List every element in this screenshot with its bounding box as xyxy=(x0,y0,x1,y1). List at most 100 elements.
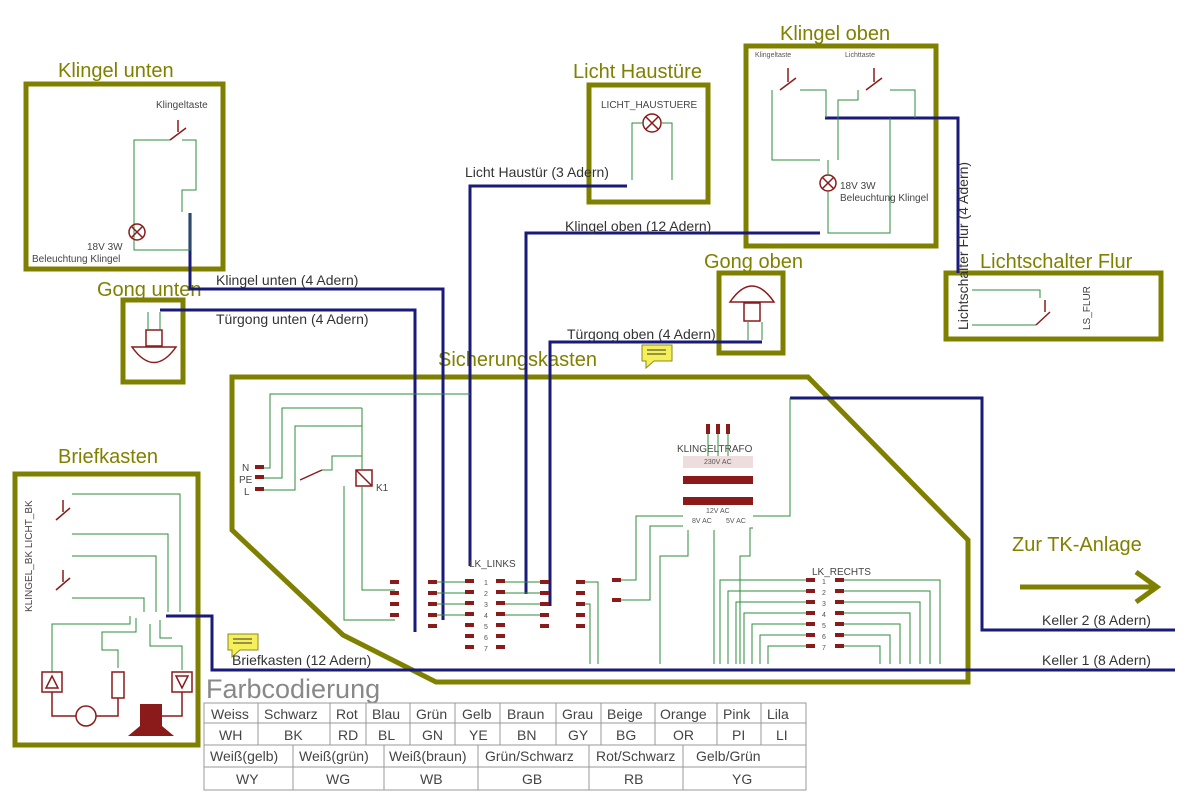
title-lichtschalter-flur: Lichtschalter Flur xyxy=(980,251,1133,273)
svg-text:4: 4 xyxy=(484,613,488,620)
legend-color-name: Weiß(braun) xyxy=(389,748,467,764)
label-n: N xyxy=(242,463,249,474)
cable-klingel-unten xyxy=(188,213,445,620)
cable-keller2 xyxy=(790,396,1175,632)
label-cable-tuergong-oben: Türgong oben (4 Adern) xyxy=(567,326,716,342)
legend-color-code: GN xyxy=(422,727,443,743)
cable-lichtschalter-flur xyxy=(825,116,960,273)
title-gong-oben: Gong oben xyxy=(704,251,803,273)
legend-color-code: WH xyxy=(219,727,242,743)
note-icon[interactable] xyxy=(641,344,673,370)
legend-color-name: Rot xyxy=(336,706,358,722)
label-lk-rechts: LK_RECHTS xyxy=(812,567,871,578)
legend-color-name: Pink xyxy=(723,706,751,722)
briefkasten-circuit: KLINGEL_BK LICHT_BK xyxy=(24,493,193,736)
box-briefkasten xyxy=(12,471,201,748)
box-licht-haustuere xyxy=(586,82,711,205)
svg-text:3: 3 xyxy=(484,602,488,609)
legend-color-code: GY xyxy=(568,727,589,743)
legend-color-code: LI xyxy=(776,727,788,743)
note-icon[interactable] xyxy=(227,633,259,659)
klingel-unten-circuit: Klingeltaste 18V 3W Beleuchtung Klingel xyxy=(32,100,208,265)
label-k1: K1 xyxy=(376,483,389,494)
svg-text:7: 7 xyxy=(484,646,488,653)
legend-color-code: BG xyxy=(616,727,636,743)
legend-color-code: GB xyxy=(522,771,542,787)
cable-licht-haustuer xyxy=(468,184,627,566)
legend-color-name: Rot/Schwarz xyxy=(596,748,675,764)
svg-text:5: 5 xyxy=(484,624,488,631)
door-opener-icon xyxy=(140,704,162,726)
legend-color-code: WG xyxy=(326,771,350,787)
label-cable-keller1: Keller 1 (8 Adern) xyxy=(1042,652,1151,668)
label-230v: 230V AC xyxy=(704,459,732,466)
label-beleuchtung-unten: Beleuchtung Klingel xyxy=(32,254,120,265)
legend-color-name: Gelb xyxy=(462,706,492,722)
svg-text:1: 1 xyxy=(822,579,826,586)
svg-text:4: 4 xyxy=(822,612,826,619)
licht-haustuere-circuit: LICHT_HAUSTUERE xyxy=(601,100,697,180)
svg-text:7: 7 xyxy=(822,645,826,652)
relay-k1 xyxy=(355,469,373,487)
svg-text:2: 2 xyxy=(484,591,488,598)
label-12v: 12V AC xyxy=(706,508,730,515)
svg-text:1: 1 xyxy=(484,580,488,587)
label-pe: PE xyxy=(239,475,253,486)
legend-color-code: PI xyxy=(732,727,745,743)
cable-klingel-oben xyxy=(524,231,820,594)
legend-title: Farbcodierung xyxy=(206,674,380,704)
label-lichttaste-oben: Lichttaste xyxy=(845,52,875,59)
cable-briefkasten xyxy=(166,614,980,672)
legend-color-code: YE xyxy=(469,727,488,743)
legend-color-code: RB xyxy=(624,771,643,787)
legend-color-code: RD xyxy=(338,727,358,743)
legend-color-name: Braun xyxy=(507,706,544,722)
legend-color-name: Schwarz xyxy=(264,706,318,722)
legend-color-code: BN xyxy=(517,727,536,743)
cable-tuergong-unten xyxy=(160,308,417,632)
label-lamp-oben: 18V 3W xyxy=(840,181,876,192)
label-briefkasten-buttons: KLINGEL_BK LICHT_BK xyxy=(24,500,35,612)
label-klingeltaste-unten: Klingeltaste xyxy=(156,100,208,111)
label-cable-keller2: Keller 2 (8 Adern) xyxy=(1042,612,1151,628)
svg-text:2: 2 xyxy=(822,590,826,597)
label-lamp-unten: 18V 3W xyxy=(87,242,123,253)
legend-color-name: Grün/Schwarz xyxy=(485,748,574,764)
gong-unten-bell xyxy=(130,312,178,364)
label-l: L xyxy=(244,487,250,498)
svg-text:3: 3 xyxy=(822,601,826,608)
legend-color-name: Weiss xyxy=(211,706,249,722)
legend-color-name: Grau xyxy=(562,706,593,722)
label-ls-flur: LS_FLUR xyxy=(1082,286,1093,330)
box-klingel-unten xyxy=(23,81,226,272)
legend-color-code: BK xyxy=(284,727,303,743)
legend-color-name: Gelb/Grün xyxy=(696,748,761,764)
label-cable-klingel-oben: Klingel oben (12 Adern) xyxy=(565,218,711,234)
sicherungskasten-circuit: N PE L K1 KLINGELTRAFO 230V AC 12V AC 8V… xyxy=(239,393,941,664)
label-klingeltaste-oben: Klingeltaste xyxy=(755,52,791,59)
legend-color-code: OR xyxy=(673,727,694,743)
legend-color-code: BL xyxy=(378,727,395,743)
title-klingel-unten: Klingel unten xyxy=(58,60,174,82)
legend-color-name: Weiß(gelb) xyxy=(210,748,278,764)
title-gong-unten: Gong unten xyxy=(97,279,202,301)
arrow-right-icon xyxy=(1020,569,1162,605)
legend-color-name: Blau xyxy=(372,706,400,722)
title-briefkasten: Briefkasten xyxy=(58,446,158,468)
legend-color-name: Orange xyxy=(660,706,707,722)
klingel-oben-circuit: Klingeltaste Lichttaste 18V 3W Beleuchtu… xyxy=(755,52,928,234)
title-klingel-oben: Klingel oben xyxy=(780,23,890,45)
legend-color-code: WY xyxy=(236,771,259,787)
label-beleuchtung-oben: Beleuchtung Klingel xyxy=(840,193,928,204)
title-sicherungskasten: Sicherungskasten xyxy=(438,349,597,371)
label-licht-haustuere-lamp: LICHT_HAUSTUERE xyxy=(601,100,697,111)
svg-text:5: 5 xyxy=(822,623,826,630)
resistor xyxy=(111,671,125,699)
label-8v: 8V AC xyxy=(692,518,712,525)
lichtschalter-flur-circuit: LS_FLUR xyxy=(972,286,1093,330)
label-lk-links: LK_LINKS xyxy=(469,559,516,570)
legend-color-name: Beige xyxy=(607,706,643,722)
legend-color-name: Weiß(grün) xyxy=(299,748,369,764)
legend-color-name: Lila xyxy=(767,706,789,722)
